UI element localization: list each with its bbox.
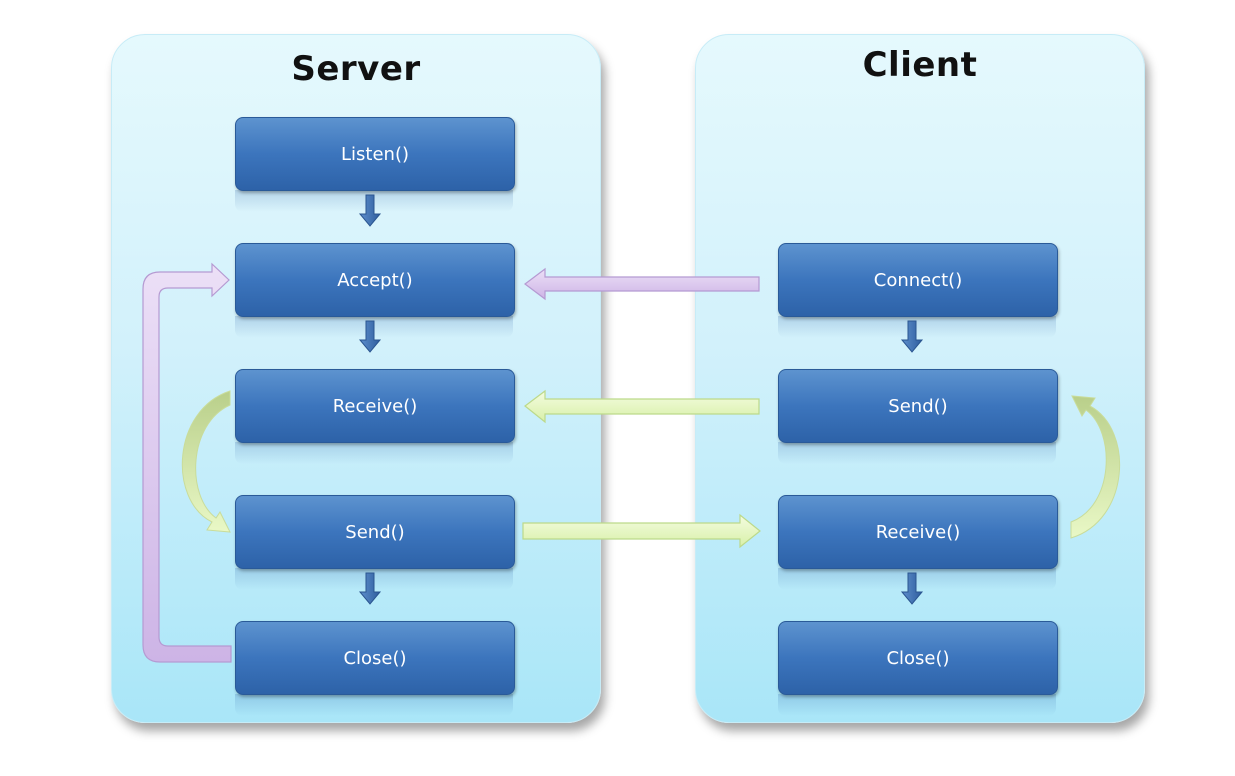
server-listen-label: Listen(): [341, 143, 409, 165]
client-connect-box: Connect(): [778, 243, 1058, 317]
server-receive-box: Receive(): [235, 369, 515, 443]
box-reflection: [235, 568, 513, 590]
client-receive-box: Receive(): [778, 495, 1058, 569]
box-reflection: [235, 694, 513, 716]
client-send-label: Send(): [888, 395, 948, 417]
box-reflection: [778, 568, 1056, 590]
server-close-box: Close(): [235, 621, 515, 695]
box-reflection: [778, 442, 1056, 464]
client-close-box: Close(): [778, 621, 1058, 695]
box-reflection: [235, 190, 513, 212]
server-accept-box: Accept(): [235, 243, 515, 317]
server-accept-label: Accept(): [337, 269, 413, 291]
box-reflection: [235, 442, 513, 464]
client-receive-label: Receive(): [875, 521, 961, 543]
client-send-box: Send(): [778, 369, 1058, 443]
server-send-label: Send(): [345, 521, 405, 543]
box-reflection: [235, 316, 513, 338]
server-listen-box: Listen(): [235, 117, 515, 191]
box-reflection: [778, 316, 1056, 338]
client-close-label: Close(): [886, 647, 950, 669]
client-title: Client: [862, 45, 978, 85]
server-receive-label: Receive(): [332, 395, 418, 417]
server-send-box: Send(): [235, 495, 515, 569]
server-close-label: Close(): [343, 647, 407, 669]
server-title: Server: [291, 49, 421, 89]
client-connect-label: Connect(): [873, 269, 963, 291]
box-reflection: [778, 694, 1056, 716]
